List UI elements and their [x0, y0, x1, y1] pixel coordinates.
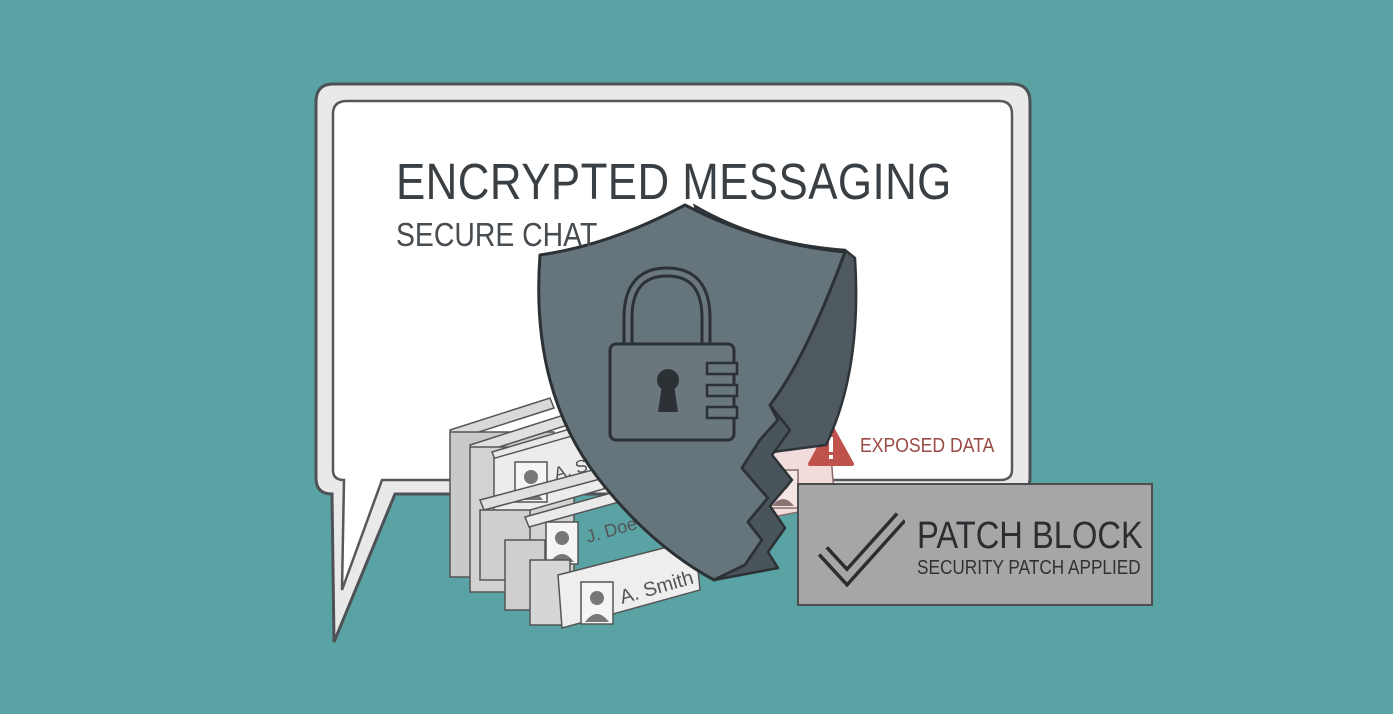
checkmark-icon — [817, 512, 905, 587]
exposed-data-label: EXPOSED DATA — [860, 435, 995, 457]
patch-subtitle: SECURITY PATCH APPLIED — [917, 557, 1141, 579]
patch-block-panel: PATCH BLOCK SECURITY PATCH APPLIED — [797, 483, 1153, 606]
page-subtitle: SECURE CHAT — [396, 216, 598, 253]
padlock-icon — [608, 266, 739, 442]
contact-card — [478, 467, 646, 581]
patch-title: PATCH BLOCK — [917, 515, 1143, 557]
contact-name: J. Doe — [584, 513, 640, 547]
page-title: ENCRYPTED MESSAGING — [396, 153, 952, 210]
contact-card — [504, 539, 701, 629]
